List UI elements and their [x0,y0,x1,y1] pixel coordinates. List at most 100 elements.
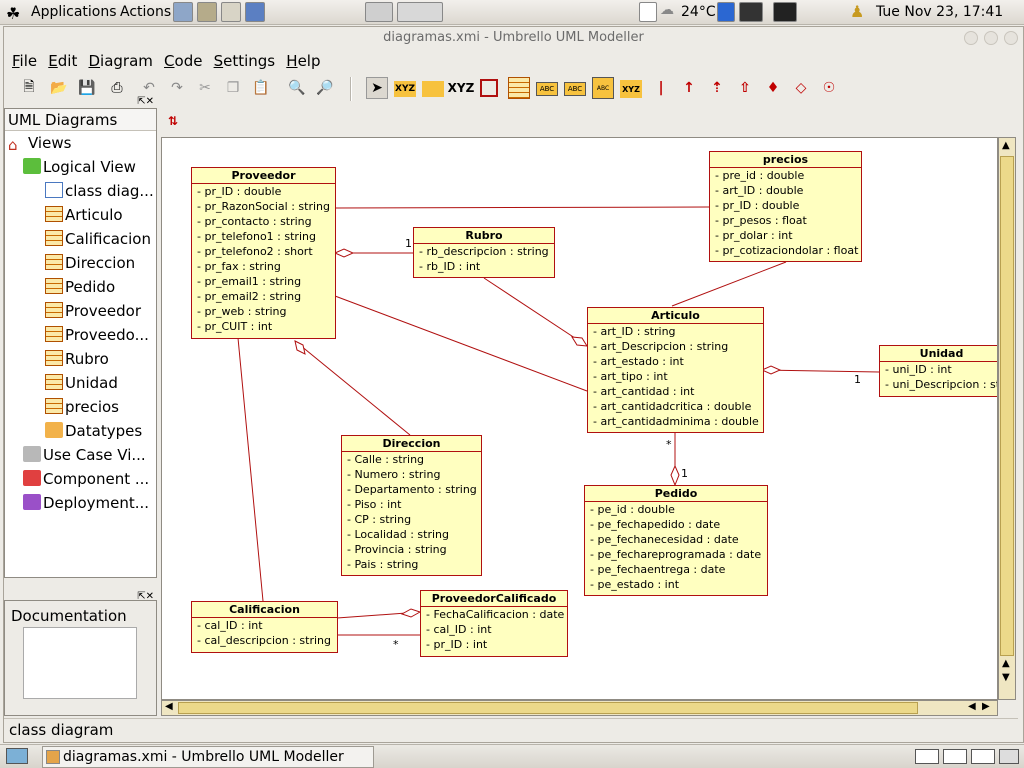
package-icon[interactable] [422,81,444,97]
close-button[interactable] [1004,31,1018,45]
menu-edit[interactable]: Edit [48,52,78,70]
lock-icon[interactable] [221,2,241,22]
monitor-icon[interactable] [773,2,797,22]
terminal-icon[interactable] [197,2,217,22]
tree-item-component-view[interactable]: Component ... [23,469,149,489]
copy-icon[interactable]: ❐ [226,80,240,96]
tree-item-class[interactable]: Rubro [45,349,109,369]
association-line-icon[interactable]: | [658,80,664,96]
maximize-button[interactable] [984,31,998,45]
scroll-right-icon[interactable]: ▶ [982,701,990,712]
checkbox-icon[interactable] [639,2,657,22]
enum-abc-icon[interactable]: ABC [592,77,614,99]
workspace-1-icon[interactable] [915,749,939,764]
scroll-up-icon[interactable]: ▲ [1002,140,1010,151]
horizontal-scrollbar[interactable]: ◀ ◀ ▶ [161,700,998,716]
aggregation-icon[interactable]: ◇ [795,80,807,96]
workspace-3-icon[interactable] [971,749,995,764]
weather-temp[interactable]: 24°C [681,4,716,20]
menu-help[interactable]: Help [286,52,321,70]
package-xyz-icon[interactable]: XYZ [620,80,642,98]
panel-close-icon[interactable]: ⇱✕ [137,96,154,107]
trash-icon[interactable] [999,749,1019,764]
save-icon[interactable]: 💾 [78,80,96,96]
class-abc-icon[interactable] [508,77,530,99]
office-icon[interactable] [245,2,265,22]
containment-icon[interactable]: ☉ [822,80,836,96]
print-icon[interactable]: ⎙ [111,80,123,96]
uml-class-pedido[interactable]: Pedido - pe_id : double - pe_fechapedido… [584,485,768,596]
gnome-foot-icon[interactable]: ☘ [6,4,21,23]
scroll-up-icon[interactable]: ▲ [1002,658,1010,669]
select-arrow-icon[interactable]: ➤ [366,77,388,99]
uml-class-proveedor[interactable]: Proveedor - pr_ID : double - pr_RazonSoc… [191,167,336,339]
workspace-2-icon[interactable] [943,749,967,764]
uml-class-rubro[interactable]: Rubro - rb_descripcion : string - rb_ID … [413,227,555,278]
taskbar-window-button[interactable]: diagramas.xmi - Umbrello UML Modeller [42,746,374,768]
user-icon[interactable]: ♟ [850,2,865,21]
uml-class-unidad[interactable]: Unidad - uni_ID : int - uni_Descripcion … [879,345,997,397]
workspace-icon[interactable] [717,2,735,22]
tree-item-views[interactable]: ⌂Views [8,134,72,154]
tree-item-class[interactable]: Unidad [45,373,118,393]
composition-icon[interactable]: ♦ [766,80,780,96]
minimize-button[interactable] [964,31,978,45]
uml-class-proveedorcalificado[interactable]: ProveedorCalificado - FechaCalificacion … [420,590,568,657]
new-file-icon[interactable]: 🗎 [23,79,35,95]
mail-icon[interactable] [739,2,763,22]
directional-assoc-icon[interactable]: ↑ [683,80,695,96]
paste-icon[interactable]: 📋 [252,80,270,96]
zoom-in-icon[interactable]: 🔍 [288,80,306,96]
diagram-canvas[interactable]: 1 1 * 1 * Proveedor - pr_ID : double - p… [161,137,998,700]
open-folder-icon[interactable]: 📂 [50,80,68,96]
panel-close-icon[interactable]: ⇱✕ [137,591,154,602]
scroll-down-icon[interactable]: ▼ [1002,672,1010,683]
clock[interactable]: Tue Nov 23, 17:41 [876,4,1004,20]
drive-icon[interactable] [397,2,443,22]
tree-item-deployment-view[interactable]: Deployment... [23,493,149,513]
scroll-left-icon[interactable]: ◀ [968,701,976,712]
text-xyz-icon[interactable]: XYZ [447,81,475,95]
class-xyz-icon[interactable]: XYZ [394,81,416,97]
scroll-left-icon[interactable]: ◀ [165,701,173,712]
box-icon[interactable] [480,79,498,97]
tree-item-logical-view[interactable]: Logical View [23,157,136,177]
generalization-icon[interactable]: ⇧ [739,80,751,96]
redo-icon[interactable]: ↷ [171,80,183,96]
datatype-abc-icon[interactable]: ABC [564,82,586,96]
tree-item-class[interactable]: Proveedo... [45,325,149,345]
tree-item-datatypes[interactable]: Datatypes [45,421,142,441]
uml-class-calificacion[interactable]: Calificacion - cal_ID : int - cal_descri… [191,601,338,653]
applications-menu[interactable]: Applications [31,4,117,20]
menu-file[interactable]: File [12,52,38,70]
horizontal-scroll-thumb[interactable] [178,702,918,714]
menu-code[interactable]: Code [164,52,203,70]
computer-icon[interactable] [173,2,193,22]
tree-item-class[interactable]: Articulo [45,205,123,225]
tree-item-use-case-view[interactable]: Use Case Vi... [23,445,146,465]
align-center-v-icon[interactable]: ⇅ [167,114,179,128]
zoom-fit-icon[interactable]: 🔎 [316,80,334,96]
uml-class-direccion[interactable]: Direccion - Calle : string - Numero : st… [341,435,482,576]
menu-diagram[interactable]: Diagram [88,52,153,70]
vertical-scrollbar[interactable]: ▲ ▲ ▼ [998,137,1016,700]
show-desktop-icon[interactable] [6,748,28,764]
interface-abc-icon[interactable]: ABC [536,82,558,96]
menu-settings[interactable]: Settings [213,52,276,70]
class-attribute: - pe_fechareprogramada : date [590,548,762,561]
tree-item-class[interactable]: Direccion [45,253,135,273]
documentation-textarea[interactable] [23,627,137,699]
tree-item-class[interactable]: Proveedor [45,301,141,321]
cut-icon[interactable]: ✂ [199,80,211,96]
actions-menu[interactable]: Actions [120,4,172,20]
vertical-scroll-thumb[interactable] [1000,156,1014,656]
undo-icon[interactable]: ↶ [143,80,155,96]
uml-class-articulo[interactable]: Articulo - art_ID : string - art_Descrip… [587,307,764,433]
tree-item-class[interactable]: Pedido [45,277,115,297]
dependency-icon[interactable]: ⇡ [711,80,723,96]
camera-icon[interactable] [365,2,393,22]
uml-class-precios[interactable]: precios - pre_id : double - art_ID : dou… [709,151,862,262]
tree-item-class-diagram[interactable]: class diag... [45,181,154,201]
tree-item-class[interactable]: precios [45,397,119,417]
tree-item-class[interactable]: Calificacion [45,229,151,249]
